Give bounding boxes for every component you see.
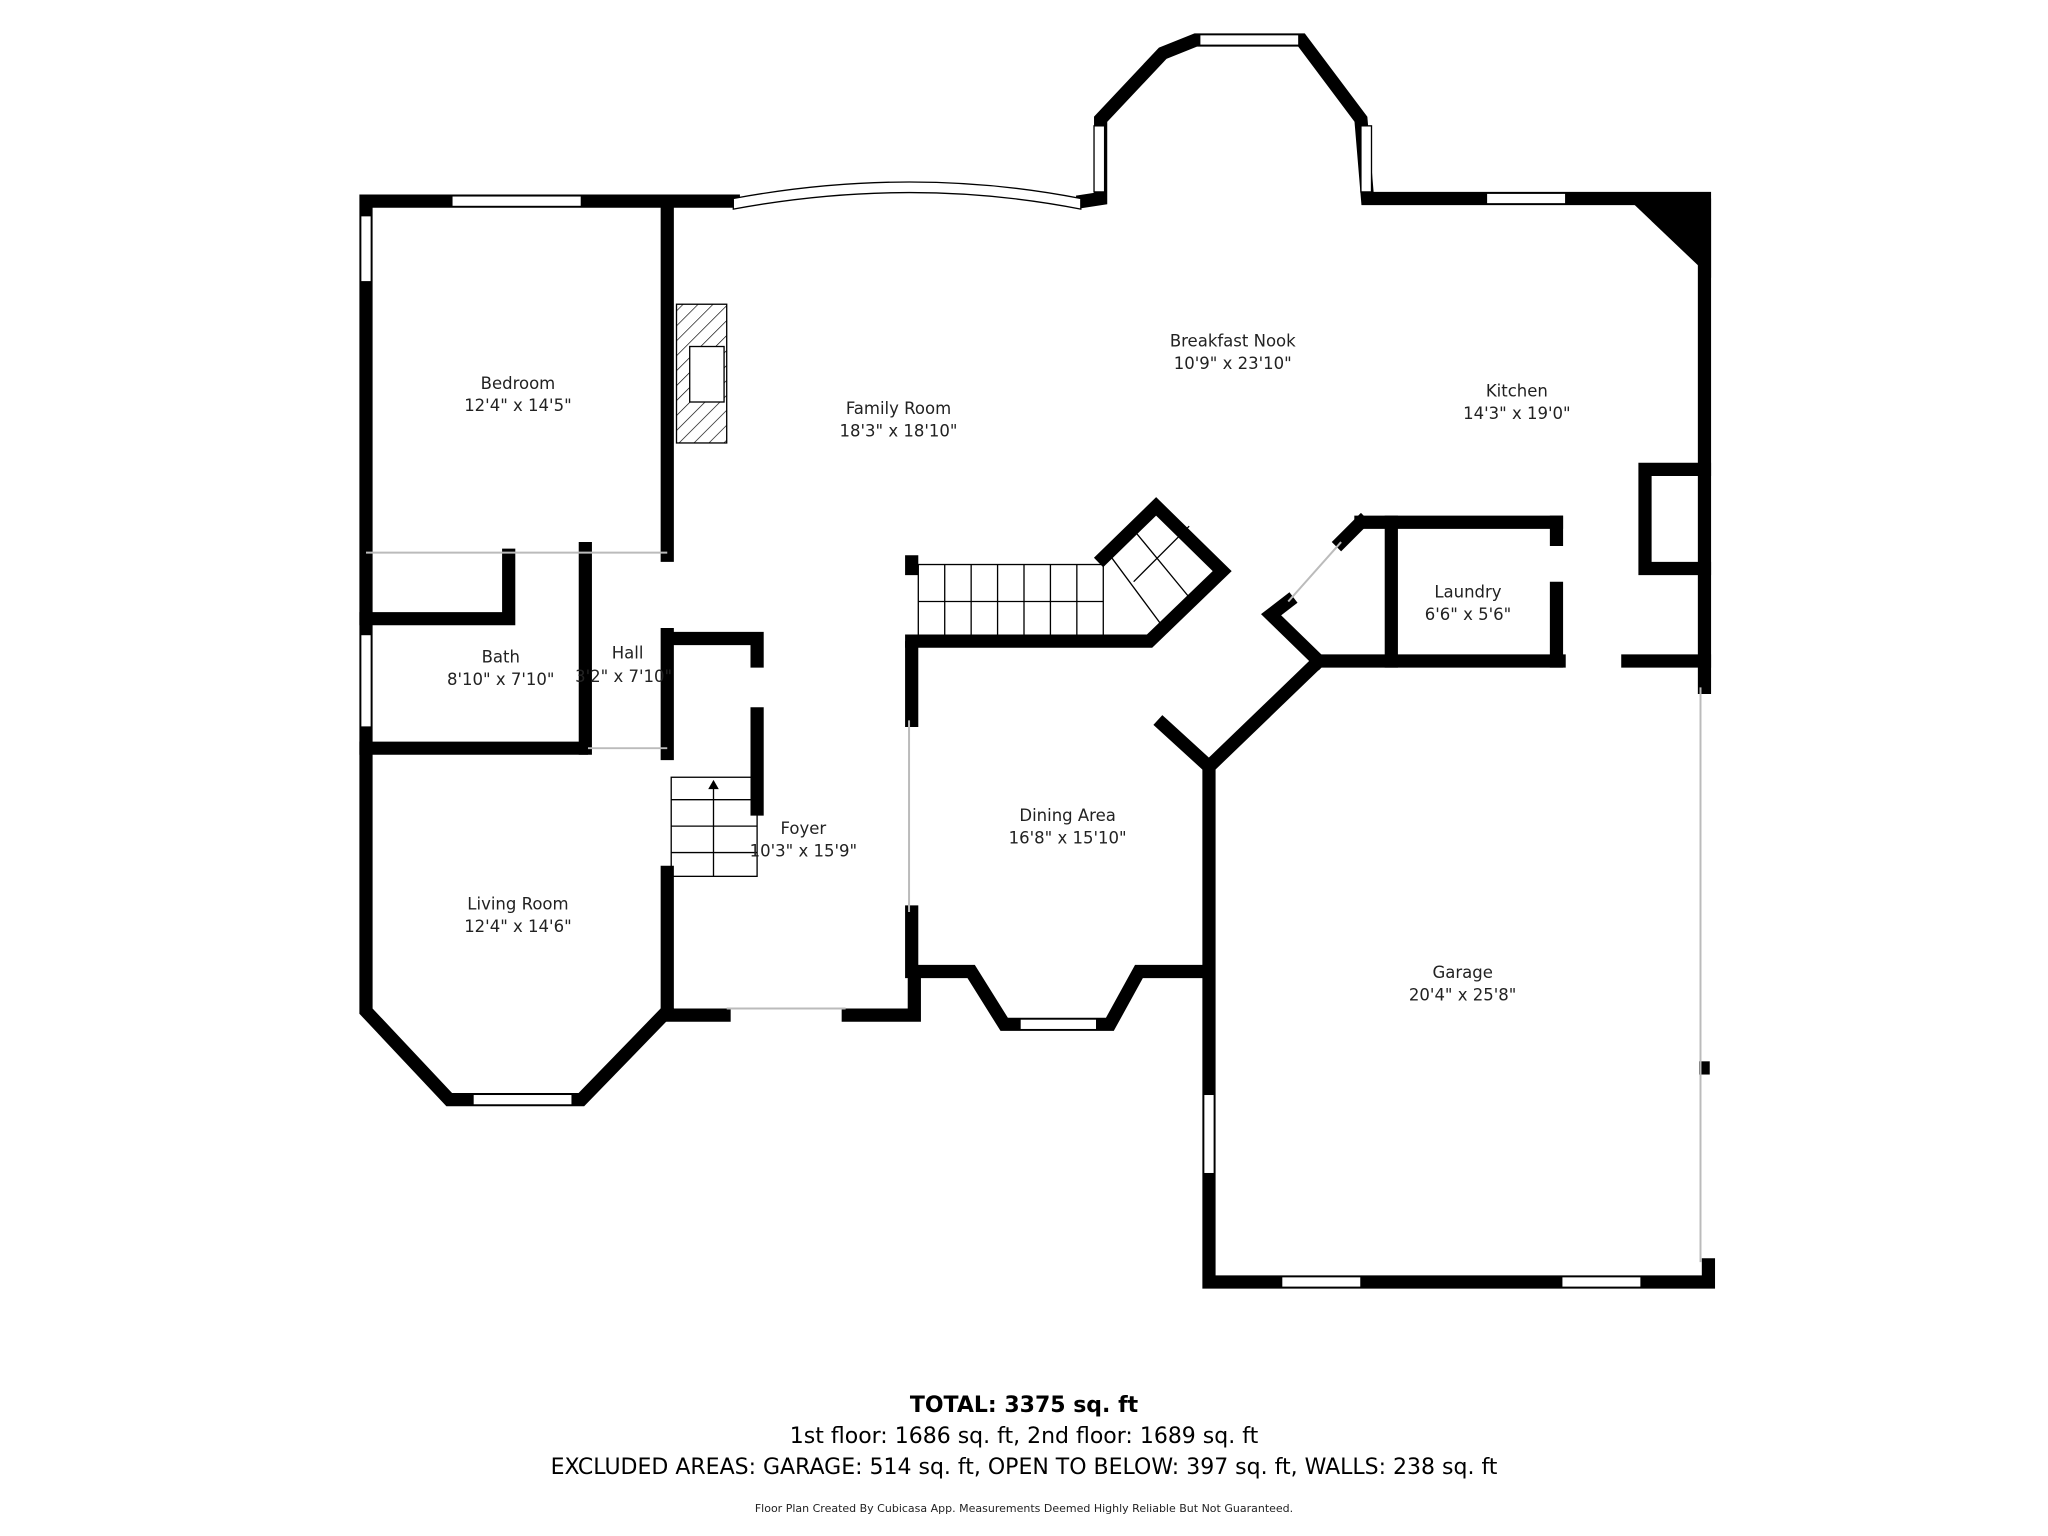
room-size-laundry: 6'6" x 5'6" — [1425, 605, 1512, 624]
total-area: TOTAL: 3375 sq. ft — [909, 1393, 1139, 1418]
disclaimer: Floor Plan Created By Cubicasa App. Meas… — [754, 1502, 1294, 1515]
room-size-family-room: 18'3" x 18'10" — [839, 421, 957, 440]
room-size-bedroom: 12'4" x 14'5" — [464, 396, 572, 415]
room-labels: Bedroom 12'4" x 14'5" Family Room 18'3" … — [447, 332, 1571, 1005]
room-name-bath: Bath — [482, 647, 520, 666]
room-name-bedroom: Bedroom — [481, 374, 556, 393]
staircase-foyer — [670, 776, 758, 878]
room-name-hall: Hall — [612, 643, 644, 662]
room-name-living-room: Living Room — [467, 894, 568, 913]
corner-pillar — [1627, 198, 1712, 278]
fireplace — [675, 303, 728, 444]
room-name-family-room: Family Room — [846, 399, 951, 418]
room-name-dining-area: Dining Area — [1019, 806, 1115, 825]
room-name-breakfast-nook: Breakfast Nook — [1170, 332, 1296, 351]
windows — [360, 34, 1642, 1288]
room-size-hall: 3'2" x 7'10" — [575, 667, 672, 686]
room-size-bath: 8'10" x 7'10" — [447, 670, 555, 689]
room-size-foyer: 10'3" x 15'9" — [750, 842, 858, 861]
room-size-dining-area: 16'8" x 15'10" — [1009, 828, 1127, 847]
room-name-kitchen: Kitchen — [1486, 382, 1548, 401]
thin-lines — [365, 541, 1702, 1263]
excluded-areas: EXCLUDED AREAS: GARAGE: 514 sq. ft, OPEN… — [550, 1455, 1498, 1480]
floor-areas: 1st floor: 1686 sq. ft, 2nd floor: 1689 … — [789, 1424, 1259, 1449]
room-size-living-room: 12'4" x 14'6" — [464, 917, 572, 936]
room-size-kitchen: 14'3" x 19'0" — [1463, 404, 1571, 423]
room-size-garage: 20'4" x 25'8" — [1409, 986, 1517, 1005]
room-size-breakfast-nook: 10'9" x 23'10" — [1174, 354, 1292, 373]
room-name-foyer: Foyer — [780, 819, 826, 838]
staircase-upper — [917, 508, 1220, 638]
room-name-garage: Garage — [1432, 963, 1492, 982]
room-name-laundry: Laundry — [1434, 583, 1501, 602]
